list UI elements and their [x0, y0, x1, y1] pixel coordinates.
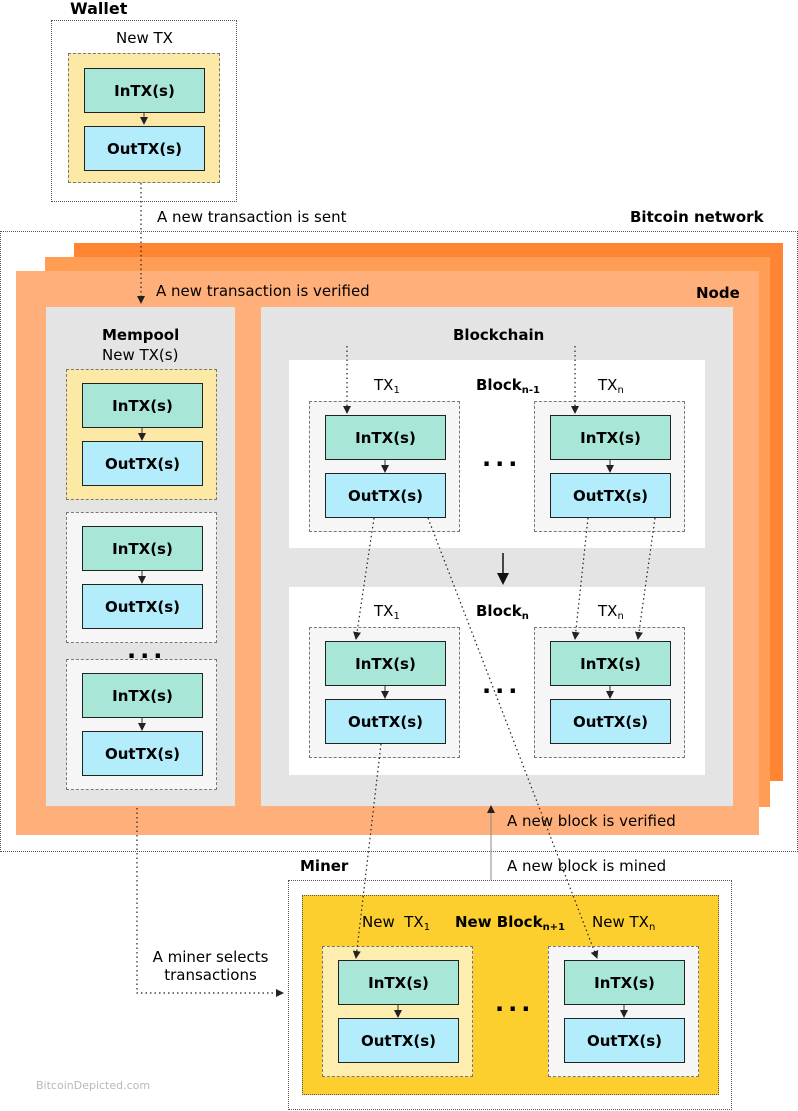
intx-box: InTX(s)	[82, 526, 203, 571]
block-prev-txn: InTX(s) OutTX(s)	[534, 401, 685, 532]
block-curr-ellipsis: ...	[482, 671, 522, 699]
intx-box: InTX(s)	[550, 641, 671, 686]
block-prev-txn-label: TXn	[598, 376, 624, 396]
node-title: Node	[696, 284, 740, 302]
new-block-title: New Blockn+1	[455, 913, 566, 933]
miner-selects-arrow	[136, 808, 284, 997]
annotation-tx-verified: A new transaction is verified	[156, 282, 370, 300]
outtx-box: OutTX(s)	[82, 584, 203, 629]
wallet-title: Wallet	[70, 0, 128, 18]
spend-link-arrow	[571, 517, 589, 640]
outtx-box: OutTX(s)	[82, 441, 203, 486]
block-prev-tx1: InTX(s) OutTX(s)	[309, 401, 460, 532]
mempool-title: Mempool	[102, 326, 180, 344]
miner-title: Miner	[300, 857, 349, 875]
outtx-box: OutTX(s)	[325, 699, 446, 744]
outtx-box: OutTX(s)	[564, 1018, 685, 1063]
miner-container	[288, 880, 732, 1110]
wallet-new-tx-label: New TX	[116, 29, 173, 47]
block-curr-tx1: InTX(s) OutTX(s)	[309, 627, 460, 758]
new-block-tx1-label: New TX1	[362, 913, 431, 933]
block-prev-tx1-label: TX1	[374, 376, 400, 396]
spend-link-arrow	[352, 743, 382, 959]
intx-box: InTX(s)	[325, 641, 446, 686]
outtx-box: OutTX(s)	[338, 1018, 459, 1063]
spend-link-arrow	[353, 517, 375, 640]
intx-box: InTX(s)	[82, 383, 203, 428]
blockchain-title: Blockchain	[453, 326, 545, 344]
new-block-tx1: InTX(s) OutTX(s)	[322, 946, 473, 1077]
intx-box: InTX(s)	[338, 960, 459, 1005]
new-block-ellipsis: ...	[495, 989, 535, 1017]
mempool-tx: InTX(s) OutTX(s)	[66, 659, 217, 790]
intx-box: InTX(s)	[564, 960, 685, 1005]
annotation-miner-selects: A miner selects transactions	[152, 948, 269, 984]
mempool-subtitle: New TX(s)	[102, 346, 179, 364]
spend-link-arrow	[635, 517, 656, 640]
annotation-tx-sent: A new transaction is sent	[157, 208, 347, 226]
block-curr-title: Blockn	[476, 602, 529, 622]
intx-box: InTX(s)	[325, 415, 446, 460]
annotation-block-mined: A new block is mined	[507, 857, 667, 875]
new-block-txn-label: New TXn	[592, 913, 656, 933]
intx-box: InTX(s)	[550, 415, 671, 460]
spend-link-arrow	[427, 517, 599, 959]
block-curr-txn-label: TXn	[598, 602, 624, 622]
mempool-tx: InTX(s) OutTX(s)	[66, 512, 217, 643]
outtx-box: OutTX(s)	[550, 473, 671, 518]
block-curr-tx1-label: TX1	[374, 602, 400, 622]
intx-box: InTX(s)	[82, 673, 203, 718]
wallet-container	[51, 20, 237, 202]
bitcoin-network-title: Bitcoin network	[630, 208, 764, 226]
block-prev-title: Blockn-1	[476, 376, 540, 396]
outtx-box: OutTX(s)	[325, 473, 446, 518]
outtx-box: OutTX(s)	[84, 126, 205, 171]
block-prev-ellipsis: ...	[482, 444, 522, 472]
outtx-box: OutTX(s)	[550, 699, 671, 744]
outtx-box: OutTX(s)	[82, 731, 203, 776]
mempool-ellipsis: ...	[127, 636, 167, 664]
watermark: BitcoinDepicted.com	[36, 1079, 151, 1092]
annotation-block-verified: A new block is verified	[507, 812, 676, 830]
